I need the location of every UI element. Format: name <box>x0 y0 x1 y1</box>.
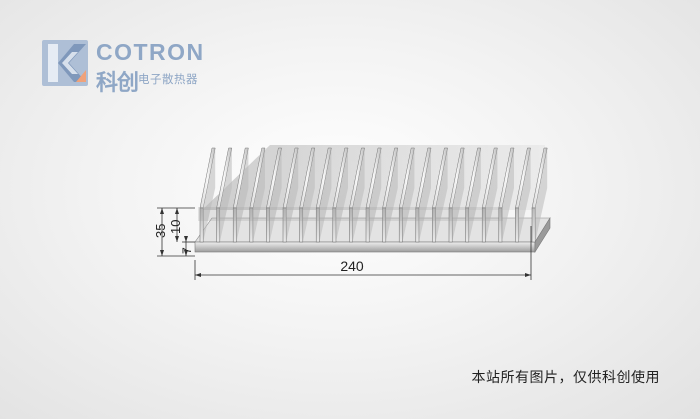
heatsink-base-side <box>534 216 551 254</box>
heatsink-fins <box>199 147 548 243</box>
brand-subtitle: 电子散热器 <box>138 72 198 86</box>
fin-side <box>219 148 232 242</box>
fin-side <box>369 148 382 242</box>
fin-front <box>531 207 536 243</box>
dim-fin-base-label: 10 <box>168 220 183 234</box>
watermark-band <box>198 207 503 221</box>
fin-side <box>485 148 498 242</box>
fin-side <box>402 148 415 242</box>
fin-side <box>385 148 398 242</box>
fin-front <box>216 207 221 243</box>
brand-name-en: COTRON <box>96 39 205 65</box>
fin-front <box>349 207 353 243</box>
fin-side <box>286 148 299 242</box>
fin-side <box>452 148 465 242</box>
fin-side <box>352 148 365 242</box>
dim-height-label: 35 <box>153 224 168 238</box>
heatsink-base-front <box>194 241 536 253</box>
fin-side <box>336 148 348 242</box>
fin-side <box>203 148 216 242</box>
fin-side <box>535 148 548 242</box>
fin-front <box>515 207 519 243</box>
fin-side <box>319 148 332 242</box>
fin-side <box>269 148 282 242</box>
fin-side <box>502 148 514 242</box>
fin-side <box>253 148 265 242</box>
fin-side <box>435 148 448 242</box>
fin-front <box>232 207 237 243</box>
fin-side <box>468 148 481 242</box>
brand-logo: COTRON 科创 电子散热器 <box>42 38 232 96</box>
brand-name-cn: 科创 <box>96 71 139 96</box>
fin-front <box>199 207 204 243</box>
dimension-arrows <box>160 208 531 277</box>
fin-side <box>518 148 531 242</box>
copyright-notice: 本站所有图片，仅供科创使用 <box>471 370 660 386</box>
fin-side <box>236 148 249 242</box>
fin-side <box>419 148 431 242</box>
dim-base-thickness-label: 7 <box>180 247 194 254</box>
heatsink-drawing: 35 10 7 240 <box>153 145 551 280</box>
k-logo-icon <box>42 40 88 86</box>
dim-width-label: 240 <box>340 258 364 274</box>
fin-side <box>302 148 315 242</box>
